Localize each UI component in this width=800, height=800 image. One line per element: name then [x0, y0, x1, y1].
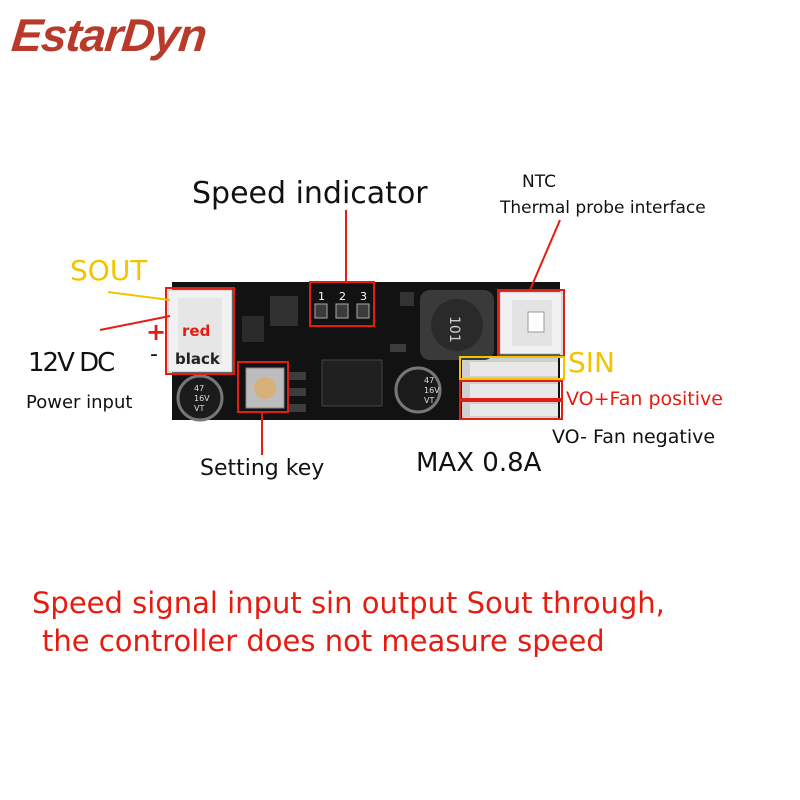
vo-minus-label: VO- Fan negative — [552, 426, 716, 448]
power-connector-box — [165, 287, 235, 375]
caption-line-2: the controller does not measure speed — [42, 624, 605, 658]
vo-plus-label: VO+Fan positive — [566, 388, 723, 410]
power-input-label: Power input — [26, 392, 133, 413]
smd-resistor-1 — [288, 372, 306, 380]
ic-chip — [321, 359, 383, 407]
ntc-leader — [529, 219, 561, 291]
setting-key-label: Setting key — [200, 456, 325, 481]
caption-line-1: Speed signal input sin output Sout throu… — [32, 586, 665, 620]
speed-led-1 — [314, 303, 328, 319]
dc-voltage-label: 12V DC — [28, 348, 115, 378]
cap-left-mark-1: 47 — [194, 384, 204, 393]
cap-left-mark-2: 16V — [194, 394, 210, 403]
cap-right-mark-3: VT — [424, 396, 434, 405]
sin-label: SIN — [568, 346, 615, 379]
smd-chip — [400, 292, 414, 306]
max-current-label: MAX 0.8A — [416, 448, 542, 478]
smd-transistor — [242, 316, 264, 342]
black-wire-label: black — [175, 350, 220, 368]
sout-label: SOUT — [70, 254, 148, 287]
speed-led-num-2: 2 — [339, 290, 346, 303]
sin-box — [459, 356, 565, 380]
ntc-label: NTC — [522, 172, 556, 192]
smd-resistor-3 — [288, 404, 306, 412]
red-wire-label: red — [182, 322, 211, 340]
sout-leader — [107, 291, 171, 301]
vo-plus-box — [459, 380, 563, 400]
minus-sign: - — [150, 342, 158, 367]
speed-led-3 — [356, 303, 370, 319]
speed-led-num-1: 1 — [318, 290, 325, 303]
plus-sign: + — [146, 318, 167, 346]
speed-indicator-box — [309, 281, 375, 327]
smd-resistor-2 — [288, 388, 306, 396]
cap-right-mark-1: 47 — [424, 376, 434, 385]
plus-leader — [99, 315, 171, 331]
smd-resistor-4 — [390, 344, 406, 352]
cap-left-mark-3: VT — [194, 404, 204, 413]
speed-led-num-3: 3 — [360, 290, 367, 303]
capacitor-right — [394, 366, 442, 414]
speed-indicator-label: Speed indicator — [192, 176, 428, 211]
thermal-probe-label: Thermal probe interface — [500, 198, 706, 218]
capacitor-left — [176, 374, 224, 422]
smd-regulator — [270, 296, 298, 326]
vo-minus-box — [459, 400, 563, 420]
cap-right-mark-2: 16V — [424, 386, 440, 395]
speed-led-2 — [335, 303, 349, 319]
inductor-mark: 101 — [446, 316, 462, 343]
